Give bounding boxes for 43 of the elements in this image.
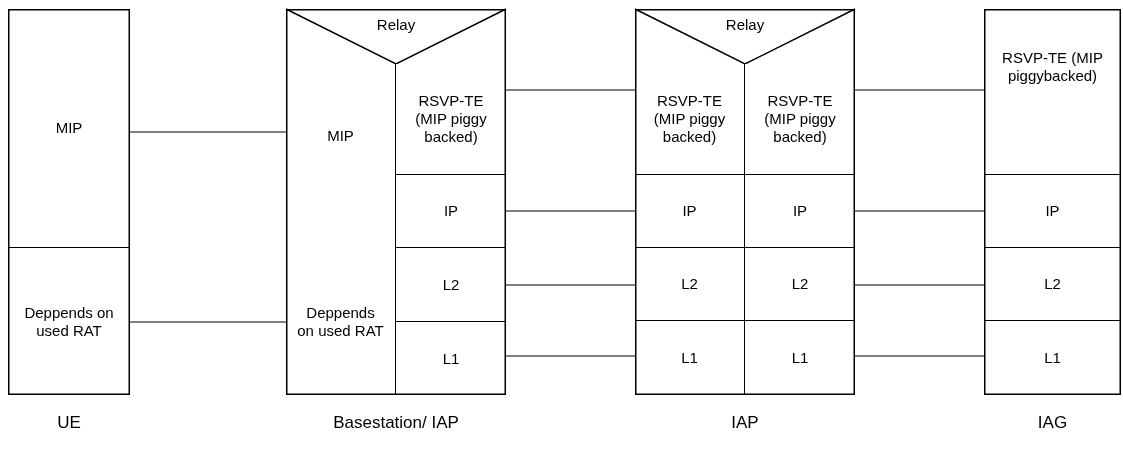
layer-label: RSVP-TE (MIP piggybacked) xyxy=(1001,48,1104,85)
connector-line xyxy=(854,284,985,286)
node-caption: Basestation/ IAP xyxy=(333,413,459,433)
layer-label: L1 xyxy=(791,349,809,367)
node-caption: IAP xyxy=(731,413,759,433)
connector-line xyxy=(505,89,636,91)
layer-label: Deppends on used RAT xyxy=(296,303,385,340)
layer-label: Relay xyxy=(725,16,765,34)
layer-label: IP xyxy=(792,202,808,220)
connector-line xyxy=(129,131,287,133)
layer-label: RSVP-TE (MIP piggy backed) xyxy=(763,92,837,146)
layer-label: RSVP-TE (MIP piggy backed) xyxy=(414,92,488,146)
layer-label: L1 xyxy=(681,349,698,367)
layer-label: Deppends on used RAT xyxy=(23,303,115,340)
layer-label: L2 xyxy=(681,275,698,293)
protocol-layer-cell xyxy=(635,175,745,248)
node-caption: UE xyxy=(57,413,81,433)
layer-label: RSVP-TE (MIP piggy backed) xyxy=(652,92,727,146)
layer-label: MIP xyxy=(327,127,354,145)
layer-label: L2 xyxy=(1044,275,1061,293)
connector-line xyxy=(505,210,636,212)
layer-label: IP xyxy=(443,202,459,220)
connector-line xyxy=(854,355,985,357)
layer-label: L1 xyxy=(1044,349,1061,367)
layer-label: L2 xyxy=(791,275,809,293)
connector-line xyxy=(854,210,985,212)
layer-label: Relay xyxy=(376,16,416,34)
protocol-layer-cell xyxy=(635,64,745,175)
layer-label: L2 xyxy=(442,275,460,294)
protocol-layer-cell xyxy=(635,248,745,321)
layer-label: IP xyxy=(682,202,697,220)
connector-line xyxy=(505,355,636,357)
connector-line xyxy=(854,89,985,91)
connector-line xyxy=(505,284,636,286)
protocol-layer-cell xyxy=(396,64,506,175)
relay-triangle xyxy=(286,9,506,64)
layer-label: IP xyxy=(1045,202,1060,220)
protocol-layer-cell xyxy=(745,64,855,175)
relay-triangle xyxy=(635,9,855,64)
layer-label: MIP xyxy=(55,119,83,137)
node-caption: IAG xyxy=(1037,413,1068,433)
connector-line xyxy=(129,321,287,323)
layer-label: L1 xyxy=(442,349,460,368)
